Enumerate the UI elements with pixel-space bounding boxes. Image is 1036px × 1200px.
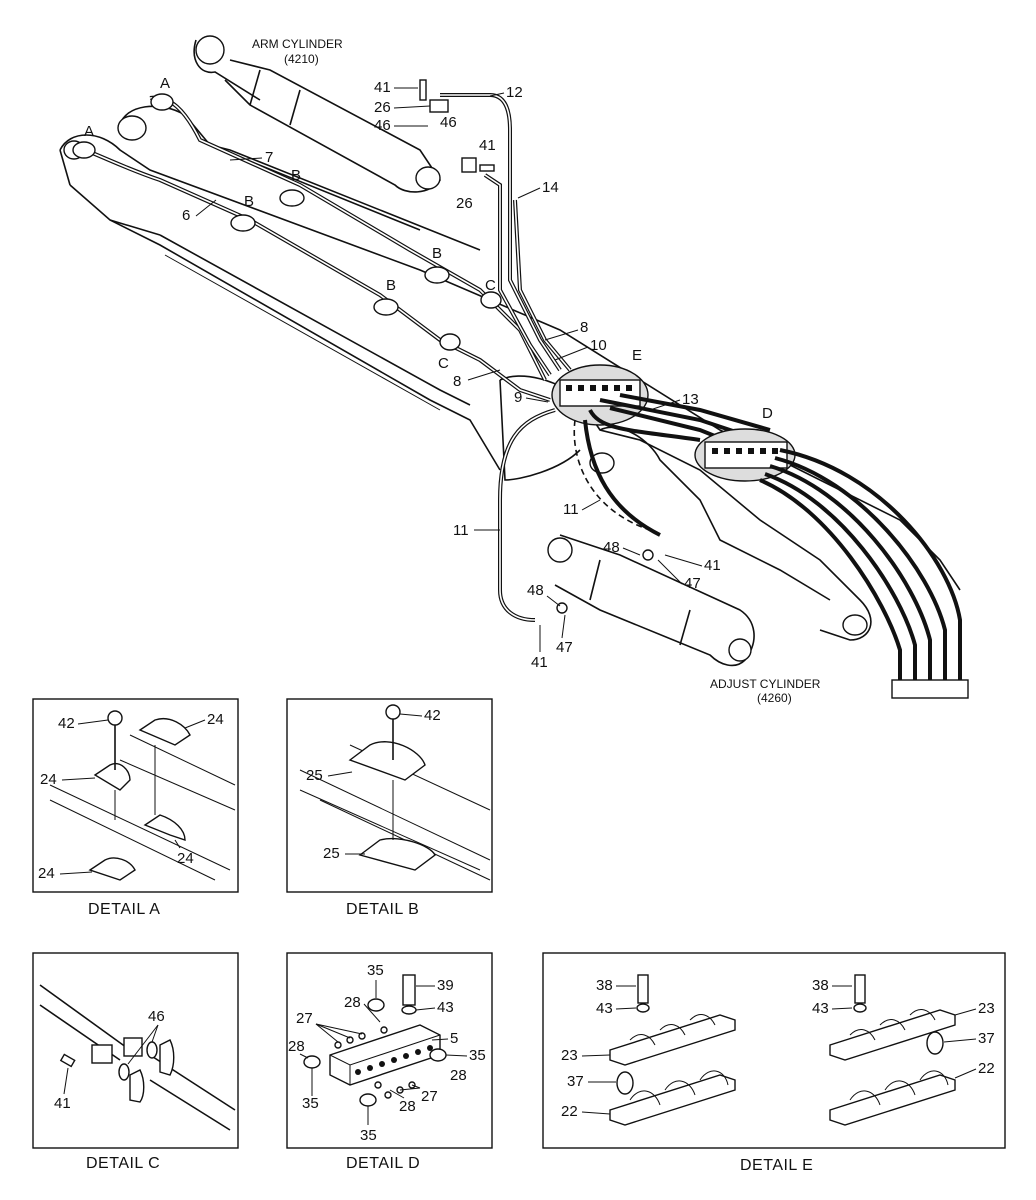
detail-a-42: 42 — [58, 715, 75, 732]
label-7: 7 — [265, 149, 273, 166]
detail-c-41: 41 — [54, 1095, 71, 1112]
label-8-bottom: 8 — [453, 373, 461, 390]
hose-11 — [498, 408, 661, 622]
arm-cylinder-name: ARM CYLINDER — [252, 37, 343, 51]
label-9: 9 — [514, 389, 522, 406]
label-47-bottom: 47 — [556, 639, 573, 656]
label-a-2: A — [84, 123, 94, 140]
label-8-top: 8 — [580, 319, 588, 336]
detail-e-38-right: 38 — [812, 977, 829, 994]
label-6: 6 — [182, 207, 190, 224]
label-26-mid: 26 — [456, 195, 473, 212]
detail-a-24-bottom: 24 — [38, 865, 55, 882]
detail-d-35-bottom: 35 — [360, 1127, 377, 1144]
label-41-top: 41 — [374, 79, 391, 96]
label-b-4: B — [386, 277, 396, 294]
label-b-1: B — [291, 167, 301, 184]
detail-d-28-right: 28 — [450, 1067, 467, 1084]
detail-b-25-bottom: 25 — [323, 845, 340, 862]
detail-d-27-top: 27 — [296, 1010, 313, 1027]
detail-e-38-left: 38 — [596, 977, 613, 994]
adjust-cylinder — [547, 534, 755, 667]
main-labels: ARM CYLINDER (4210) ADJUST CYLINDER (426… — [84, 37, 821, 705]
label-e: E — [632, 347, 642, 364]
arm-cylinder — [224, 59, 441, 193]
label-26-top: 26 — [374, 99, 391, 116]
detail-d-5: 5 — [450, 1030, 458, 1047]
detail-a-24-right: 24 — [177, 850, 194, 867]
detail-e-37-left: 37 — [567, 1073, 584, 1090]
detail-d: 35 39 28 43 27 5 28 35 28 35 28 27 35 DE… — [286, 952, 493, 1172]
detail-d-43: 43 — [437, 999, 454, 1016]
detail-d-28-bottom: 28 — [399, 1098, 416, 1115]
label-10: 10 — [590, 337, 607, 354]
detail-d-39: 39 — [437, 977, 454, 994]
detail-e-23-left: 23 — [561, 1047, 578, 1064]
manifold-e — [551, 364, 649, 426]
label-41-mid: 41 — [479, 137, 496, 154]
label-48-top: 48 — [603, 539, 620, 556]
detail-b-42: 42 — [424, 707, 441, 724]
detail-e-22-left: 22 — [561, 1103, 578, 1120]
detail-e-23-right: 23 — [978, 1000, 995, 1017]
label-d: D — [762, 405, 773, 422]
label-14: 14 — [542, 179, 559, 196]
clamp-markers — [72, 93, 502, 351]
main-view: ARM CYLINDER (4210) ADJUST CYLINDER (426… — [59, 35, 969, 705]
label-b-2: B — [244, 193, 254, 210]
detail-e-37-right: 37 — [978, 1030, 995, 1047]
manifold-d — [694, 428, 969, 699]
detail-e: 38 43 23 37 22 38 43 23 37 22 DETAIL E — [542, 952, 1006, 1174]
detail-e-title: DETAIL E — [740, 1157, 813, 1174]
detail-e-43-left: 43 — [596, 1000, 613, 1017]
label-b-3: B — [432, 245, 442, 262]
detail-d-35-left: 35 — [302, 1095, 319, 1112]
label-c-2: C — [438, 355, 449, 372]
detail-d-title: DETAIL D — [346, 1155, 420, 1172]
detail-c: 46 41 DETAIL C — [32, 952, 239, 1172]
label-41-right: 41 — [704, 557, 721, 574]
detail-a-24-top: 24 — [207, 711, 224, 728]
detail-b-25-top: 25 — [306, 767, 323, 784]
label-11-left: 11 — [453, 522, 469, 539]
detail-b: 42 25 25 DETAIL B — [286, 698, 493, 918]
label-13: 13 — [682, 391, 699, 408]
label-46-left: 46 — [374, 117, 391, 134]
detail-a: 42 24 24 24 24 DETAIL A — [32, 698, 239, 918]
detail-d-35-right: 35 — [469, 1047, 486, 1064]
label-11-right: 11 — [563, 501, 579, 518]
label-48-bottom: 48 — [527, 582, 544, 599]
label-c-1: C — [485, 277, 496, 294]
detail-a-24-left: 24 — [40, 771, 57, 788]
detail-c-46: 46 — [148, 1008, 165, 1025]
detail-b-title: DETAIL B — [346, 901, 419, 918]
detail-e-22-right: 22 — [978, 1060, 995, 1077]
detail-d-28-top: 28 — [344, 994, 361, 1011]
detail-d-27-bottom: 27 — [421, 1088, 438, 1105]
detail-d-35-top: 35 — [367, 962, 384, 979]
adjust-cylinder-code: (4260) — [757, 691, 792, 705]
detail-c-title: DETAIL C — [86, 1155, 160, 1172]
label-12: 12 — [506, 84, 523, 101]
detail-a-title: DETAIL A — [88, 901, 160, 918]
detail-d-28-left: 28 — [288, 1038, 305, 1055]
adjust-cylinder-name: ADJUST CYLINDER — [710, 677, 821, 691]
label-a-1: A — [160, 75, 170, 92]
label-46-right: 46 — [440, 114, 457, 131]
label-41-bottom: 41 — [531, 654, 548, 671]
arm-cylinder-code: (4210) — [284, 52, 319, 66]
label-47-top: 47 — [684, 575, 701, 592]
detail-e-43-right: 43 — [812, 1000, 829, 1017]
